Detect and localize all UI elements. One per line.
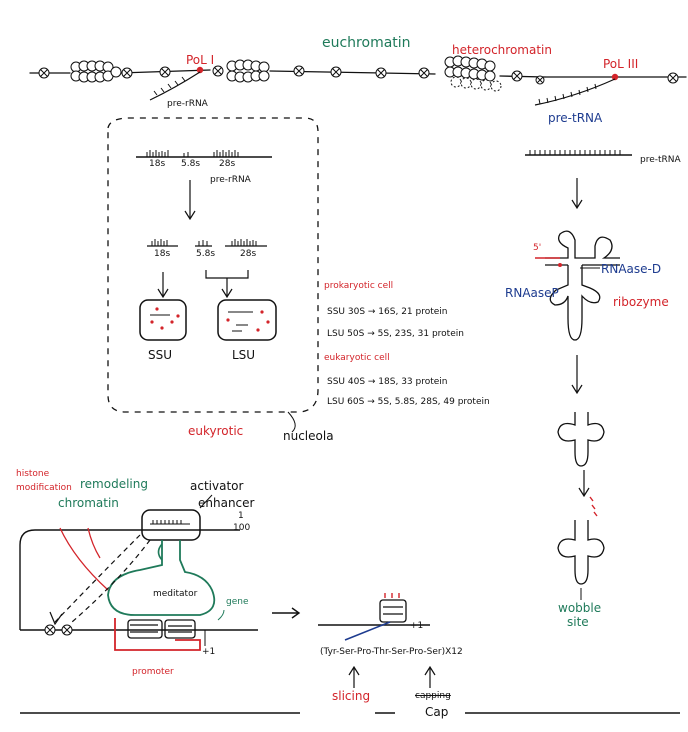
nucleosome-cluster-middle bbox=[226, 59, 270, 83]
histone-label: histone bbox=[16, 469, 50, 479]
capping-label: capping bbox=[415, 691, 451, 701]
promoter-label: promoter bbox=[132, 667, 174, 677]
nucleosome-cluster-right bbox=[444, 55, 502, 92]
polymerase-complex bbox=[127, 619, 196, 639]
ratio-numerator: 1 bbox=[238, 511, 244, 521]
pre-rrna-top-ticks bbox=[153, 76, 186, 96]
eukaryotic-line-2: LSU 60S → 5S, 5.8S, 28S, 49 protein bbox=[327, 397, 490, 407]
rnase-p-site bbox=[558, 263, 562, 267]
eukaryotic-title: eukaryotic cell bbox=[324, 353, 390, 363]
trna-precursor bbox=[545, 230, 620, 341]
eukyrotic-label: eukyrotic bbox=[188, 424, 244, 438]
rrna-58s-label: 5.8s bbox=[181, 159, 201, 169]
slicing-label: slicing bbox=[332, 689, 371, 703]
pol1-label: PoL I bbox=[186, 53, 215, 67]
remodeling-arrow bbox=[87, 527, 101, 559]
trna-mature-2 bbox=[557, 520, 605, 585]
pre-rrna-top-label: pre-rRNA bbox=[167, 99, 208, 109]
rrna-18s-split-label: 18s bbox=[154, 249, 171, 259]
cap-arrow bbox=[424, 665, 436, 688]
plus1-label-b: +1 bbox=[410, 621, 424, 631]
lsu-contents bbox=[226, 310, 270, 332]
arrow-down-trna-1 bbox=[571, 178, 583, 210]
transcript-rna-blue bbox=[344, 621, 391, 641]
pre-trna-mid-ticks bbox=[529, 150, 621, 155]
peptide-repeat-label: (Tyr-Ser-Pro-Thr-Ser-Pro-Ser)X12 bbox=[320, 647, 463, 657]
histone-arrow bbox=[59, 527, 109, 591]
ratio-denominator: 100 bbox=[233, 523, 251, 533]
pre-trna-mid-label: pre-tRNA bbox=[640, 155, 681, 165]
chromatin-label: chromatin bbox=[58, 496, 119, 510]
slicing-arrow bbox=[348, 665, 360, 688]
arrow-to-transcript bbox=[272, 607, 301, 619]
ssu-label: SSU bbox=[148, 348, 173, 362]
rnase-p-label: RNAaseP bbox=[505, 286, 559, 300]
arrow-down-trna-2 bbox=[571, 355, 583, 395]
ribozyme-label: ribozyme bbox=[613, 295, 669, 309]
gene-pointer bbox=[217, 609, 225, 621]
cap-label: Cap bbox=[425, 705, 449, 719]
trna-5prime-label: 5' bbox=[533, 243, 542, 253]
modification-label: modification bbox=[16, 483, 72, 493]
rrna-18s-label: 18s bbox=[149, 159, 166, 169]
transcript-red-tails bbox=[384, 593, 400, 598]
prokaryotic-line-2: LSU 50S → 5S, 23S, 31 protein bbox=[327, 329, 464, 339]
enhancer-ticks bbox=[150, 520, 190, 525]
rrna-28s-split-label: 28s bbox=[240, 249, 257, 259]
pol3-label: PoL III bbox=[603, 57, 639, 71]
plus1-label-a: +1 bbox=[202, 647, 216, 657]
cca-dashes bbox=[589, 496, 598, 517]
pol3-dot bbox=[611, 73, 619, 81]
meditator-label: meditator bbox=[153, 589, 198, 599]
arrow-down-ssu bbox=[157, 272, 169, 299]
rnase-d-label: RNAase-D bbox=[601, 262, 662, 276]
lsu-label: LSU bbox=[232, 348, 256, 362]
trna-mature-1 bbox=[557, 412, 605, 467]
ssu-box bbox=[139, 299, 187, 341]
remodeling-label: remodeling bbox=[80, 477, 148, 491]
mediator-shape bbox=[107, 540, 216, 616]
nucleolus-boundary bbox=[107, 117, 319, 413]
rrna-28s-label: 28s bbox=[219, 159, 236, 169]
arrow-merge-lsu bbox=[205, 270, 249, 299]
promoter-outline bbox=[114, 618, 201, 651]
pre-rrna-box-ticks bbox=[146, 150, 239, 157]
pre-trna-top-ticks bbox=[538, 83, 597, 105]
dna-loop bbox=[19, 529, 240, 630]
transcript-polymerase bbox=[379, 599, 407, 623]
loop-dashed-1 bbox=[54, 534, 141, 623]
activator-label: activator bbox=[190, 479, 244, 493]
nucleosome-cluster-left bbox=[70, 60, 122, 83]
split-rrna bbox=[147, 239, 267, 247]
rrna-58s-split-label: 5.8s bbox=[196, 249, 216, 259]
enhancer-label: enhancer bbox=[198, 496, 255, 510]
ssu-contents bbox=[150, 307, 180, 330]
nucleolus-pointer bbox=[287, 411, 296, 433]
pol1-dot bbox=[196, 66, 204, 74]
site-label: site bbox=[567, 615, 589, 629]
activator-pointer bbox=[199, 494, 213, 509]
arrow-down-1 bbox=[184, 180, 196, 221]
enhancer-box bbox=[141, 509, 201, 541]
arrow-down-trna-3 bbox=[578, 470, 590, 498]
loop-dashed-arrow bbox=[49, 611, 63, 626]
euchromatin-label: euchromatin bbox=[322, 35, 411, 51]
wobble-label: wobble bbox=[558, 601, 602, 615]
heterochromatin-label: heterochromatin bbox=[452, 43, 552, 57]
pre-trna-top-label: pre-tRNA bbox=[548, 111, 603, 125]
single-nucleosomes bbox=[38, 65, 679, 85]
nucleosome-pair-gene bbox=[44, 624, 73, 636]
eukaryotic-line-1: SSU 40S → 18S, 33 protein bbox=[327, 377, 448, 387]
nucleola-label: nucleola bbox=[283, 429, 334, 443]
prokaryotic-title: prokaryotic cell bbox=[324, 281, 394, 291]
lsu-box bbox=[217, 299, 277, 341]
gene-label: gene bbox=[226, 597, 249, 607]
prokaryotic-line-1: SSU 30S → 16S, 21 protein bbox=[327, 307, 448, 317]
loop-dashed-2 bbox=[71, 539, 151, 623]
mediator-link bbox=[157, 543, 163, 561]
pre-trna-top-strand bbox=[534, 78, 616, 106]
pre-rrna-box-label: pre-rRNA bbox=[210, 175, 251, 185]
pre-rrna-top-strand bbox=[149, 71, 201, 101]
